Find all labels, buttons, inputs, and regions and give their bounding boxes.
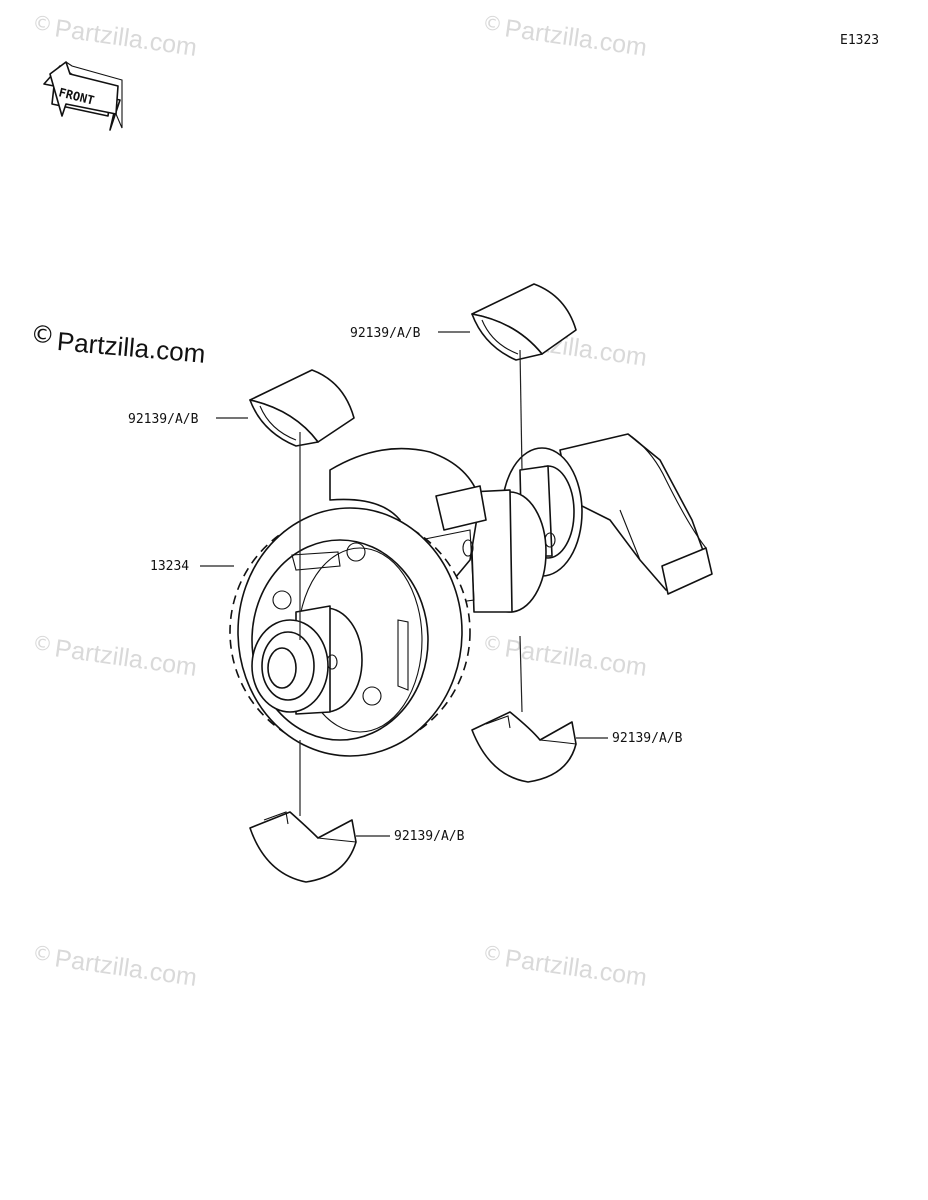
svg-text:©: © bbox=[29, 320, 55, 350]
watermark-top-center: © Partzilla.com bbox=[481, 10, 649, 62]
watermark-bottom-right: © Partzilla.com bbox=[481, 940, 649, 992]
svg-text:©: © bbox=[481, 940, 504, 967]
callout-bearing-top-right: 92139/A/B bbox=[350, 326, 421, 341]
svg-text:Partzilla.com: Partzilla.com bbox=[53, 944, 199, 992]
callout-bearing-top-left: 92139/A/B bbox=[128, 412, 199, 427]
watermark-bottom-left: © Partzilla.com bbox=[31, 940, 199, 992]
watermark-right-middle: © Partzilla.com bbox=[481, 630, 649, 682]
watermark-top-left: © Partzilla.com bbox=[31, 10, 199, 62]
bearing-lower-right bbox=[471, 711, 577, 783]
balancer-gear bbox=[229, 507, 471, 757]
watermark-dark: © Partzilla.com bbox=[29, 320, 207, 369]
svg-text:Partzilla.com: Partzilla.com bbox=[56, 326, 207, 369]
svg-text:©: © bbox=[31, 630, 54, 657]
callout-gear: 13234 bbox=[150, 559, 189, 574]
svg-text:©: © bbox=[31, 940, 54, 967]
svg-text:©: © bbox=[31, 10, 54, 37]
watermark-left-middle: © Partzilla.com bbox=[31, 630, 199, 682]
callout-bearing-lower-right: 92139/A/B bbox=[612, 731, 683, 746]
svg-text:Partzilla.com: Partzilla.com bbox=[53, 14, 199, 62]
bearing-top-left bbox=[249, 369, 355, 447]
svg-text:©: © bbox=[481, 10, 504, 37]
svg-text:Partzilla.com: Partzilla.com bbox=[503, 14, 649, 62]
leader-lines bbox=[200, 331, 608, 837]
svg-text:Partzilla.com: Partzilla.com bbox=[503, 944, 649, 992]
svg-text:Partzilla.com: Partzilla.com bbox=[503, 634, 649, 682]
bearing-top-right bbox=[471, 283, 577, 361]
callout-bearing-lower-left: 92139/A/B bbox=[394, 829, 465, 844]
bearing-lower-left bbox=[249, 811, 357, 883]
svg-text:©: © bbox=[481, 630, 504, 657]
diagram-code: E1323 bbox=[840, 33, 879, 48]
svg-text:Partzilla.com: Partzilla.com bbox=[53, 634, 199, 682]
front-arrow-icon: FRONT bbox=[43, 61, 123, 131]
